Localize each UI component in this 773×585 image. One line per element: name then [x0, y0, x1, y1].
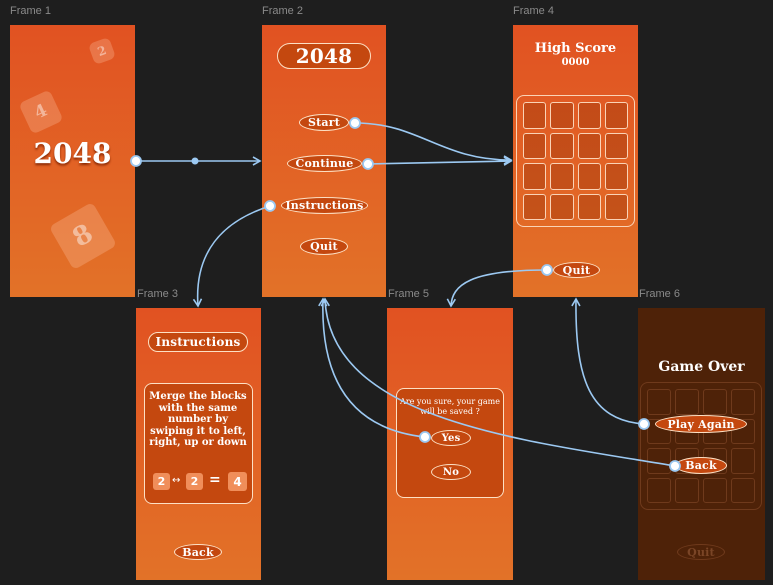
board-cell	[550, 163, 574, 190]
frame-4-game[interactable]: High Score 0000 Quit	[513, 25, 638, 297]
connector-play-again-to-game	[571, 297, 645, 425]
connector-dot	[419, 431, 431, 443]
high-score-value: 0000	[561, 57, 590, 68]
equals-sign: =	[209, 472, 221, 488]
board-cell	[703, 389, 727, 415]
connector-quit-to-confirm	[446, 269, 548, 308]
instructions-panel: Merge the blocks with the same number by…	[144, 383, 253, 504]
board-cell	[577, 163, 601, 190]
connector-dot	[264, 200, 276, 212]
board-cell	[523, 193, 547, 220]
game-quit-button[interactable]: Quit	[553, 262, 600, 278]
frame-2-menu[interactable]: 2048 Start Continue Instructions Quit	[262, 25, 386, 297]
start-button[interactable]: Start	[299, 114, 349, 131]
board-cell	[550, 102, 574, 129]
instructions-text: Merge the blocks with the same number by…	[149, 391, 247, 448]
board-cell	[675, 477, 699, 503]
frame-1-splash[interactable]: 2 4 2048 8	[10, 25, 135, 297]
board-cell	[604, 163, 628, 190]
no-button[interactable]: No	[431, 464, 471, 480]
board-cell	[604, 193, 628, 220]
board-cell	[577, 193, 601, 220]
board-cell	[731, 448, 755, 474]
play-again-button[interactable]: Play Again	[655, 415, 747, 433]
board-cell	[731, 389, 755, 415]
connector-yes-to-menu	[318, 297, 426, 438]
board-cell	[604, 102, 628, 129]
frame-6-label: Frame 6	[639, 288, 680, 300]
frame-3-instructions[interactable]: Instructions Merge the blocks with the s…	[136, 308, 261, 580]
connector-instructions	[192, 205, 271, 308]
connector-start-to-game	[354, 122, 513, 165]
board-cell	[523, 132, 547, 159]
confirm-question: Are you sure, your game will be saved ?	[400, 397, 500, 416]
board-cell	[577, 102, 601, 129]
connector-dot	[541, 264, 553, 276]
merge-arrow-icon: ↔	[172, 475, 181, 486]
board-cell	[675, 389, 699, 415]
splash-title: 2048	[33, 137, 112, 170]
connector-dot	[669, 460, 681, 472]
board-cell	[703, 477, 727, 503]
connector-dot	[362, 158, 374, 170]
frame-2-label: Frame 2	[262, 5, 303, 17]
yes-button[interactable]: Yes	[431, 430, 471, 446]
board-cell	[550, 132, 574, 159]
board-cell	[731, 418, 755, 444]
frame-5-confirm[interactable]: Are you sure, your game will be saved ? …	[387, 308, 513, 580]
tile-a: 2	[153, 473, 170, 490]
tile-result: 4	[228, 472, 247, 491]
board-cell	[647, 477, 671, 503]
board-cell	[604, 132, 628, 159]
board-cell	[577, 132, 601, 159]
frame-1-label: Frame 1	[10, 5, 51, 17]
continue-button[interactable]: Continue	[287, 155, 362, 172]
menu-title: 2048	[277, 43, 371, 69]
connector-dot	[638, 418, 650, 430]
instructions-title: Instructions	[148, 332, 248, 352]
tile-b: 2	[186, 473, 203, 490]
connector-dot	[349, 117, 361, 129]
confirm-dialog: Are you sure, your game will be saved ? …	[396, 388, 504, 498]
game-over-title: Game Over	[658, 359, 745, 375]
frame-6-game-over[interactable]: Game Over Play Again Back Quit	[638, 308, 765, 580]
connector-mid-dot	[191, 157, 199, 165]
faded-quit-button: Quit	[677, 544, 725, 560]
instructions-button[interactable]: Instructions	[281, 197, 368, 214]
connector-continue-to-game	[367, 156, 513, 166]
instructions-back-button[interactable]: Back	[174, 544, 222, 560]
frame-5-label: Frame 5	[388, 288, 429, 300]
quit-button[interactable]: Quit	[300, 238, 348, 255]
board-cell	[523, 163, 547, 190]
game-board[interactable]	[516, 95, 635, 227]
game-over-back-button[interactable]: Back	[675, 457, 727, 474]
board-cell	[731, 477, 755, 503]
board-cell	[523, 102, 547, 129]
connector-dot	[130, 155, 142, 167]
high-score-label: High Score	[534, 41, 617, 56]
frame-3-label: Frame 3	[137, 288, 178, 300]
connector-back-to-menu	[320, 297, 676, 467]
frame-4-label: Frame 4	[513, 5, 554, 17]
board-cell	[550, 193, 574, 220]
board-cell	[647, 389, 671, 415]
